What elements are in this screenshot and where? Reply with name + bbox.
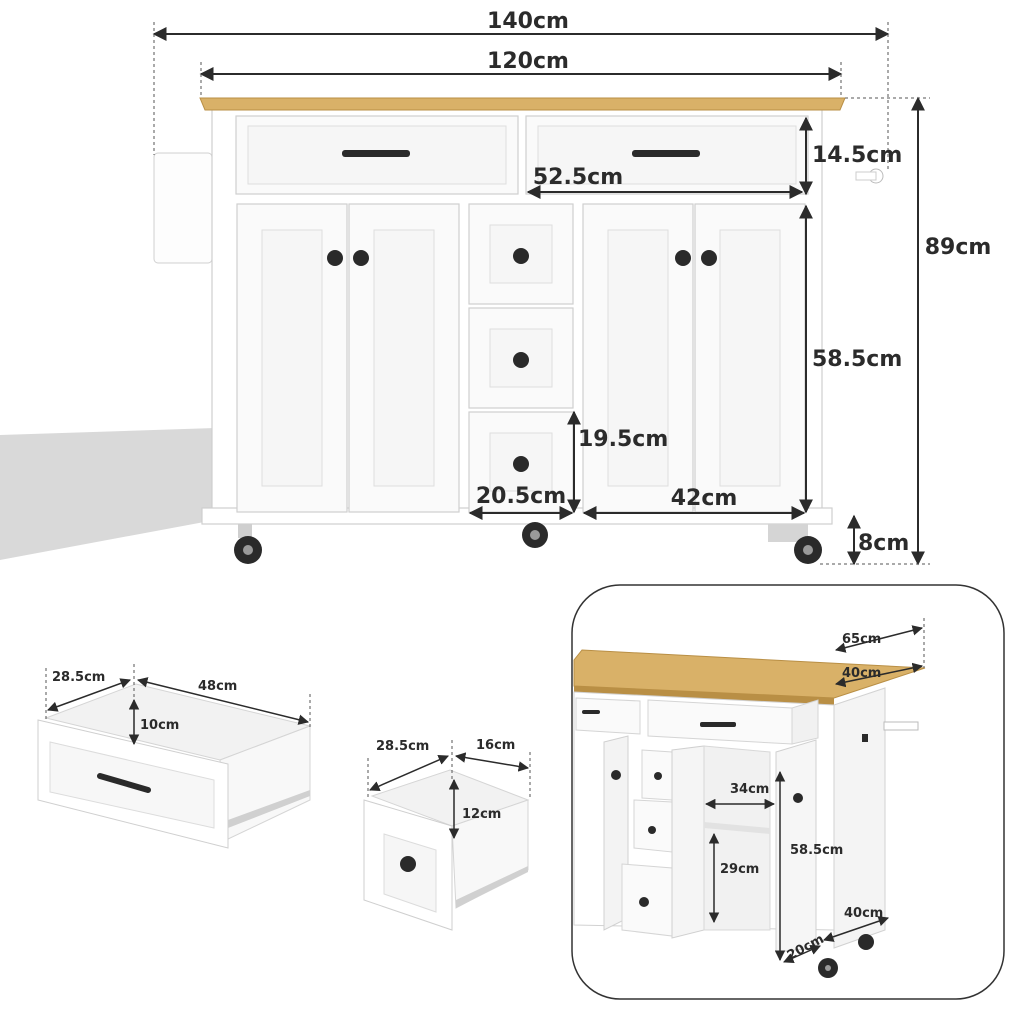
spice-rack: [153, 152, 213, 264]
knob-icon: [654, 772, 662, 780]
wheel-icon: [522, 522, 548, 548]
label-inset-cabinet-height: 58.5cm: [790, 843, 843, 858]
knob-icon: [513, 352, 529, 368]
knob-icon: [675, 250, 691, 266]
label-inset-shelf-depth: 34cm: [730, 782, 769, 797]
label-inset-shelf-height: 29cm: [720, 862, 759, 877]
label-drawer-height: 14.5cm: [812, 143, 902, 168]
label-large-height: 10cm: [140, 718, 179, 733]
large-drawer-view: 28.5cm 48cm 10cm: [37, 664, 312, 849]
knob-icon: [513, 456, 529, 472]
label-small-drawer-width: 20.5cm: [476, 484, 566, 509]
inset-open-view: 65cm 40cm 34cm 29cm 58.5cm 40cm 20cm: [571, 584, 1005, 1000]
wheel-icon: [768, 524, 822, 564]
label-height-total: 89cm: [925, 235, 992, 260]
label-large-depth: 28.5cm: [52, 670, 105, 685]
wheel-icon: [858, 934, 874, 950]
knob-icon: [648, 826, 656, 834]
label-cabinet-height: 58.5cm: [812, 347, 902, 372]
label-drawer-width: 52.5cm: [533, 165, 623, 190]
handle-icon: [632, 150, 700, 157]
floor-shadow: [0, 428, 215, 560]
handle-icon: [700, 722, 736, 727]
knob-icon: [353, 250, 369, 266]
label-width-total: 140cm: [487, 9, 569, 34]
handle-icon: [582, 710, 600, 714]
label-small-height: 12cm: [462, 807, 501, 822]
label-width-top: 120cm: [487, 49, 569, 74]
label-wheel-height: 8cm: [858, 531, 909, 556]
label-cabinet-width: 42cm: [671, 486, 738, 511]
label-small-width: 16cm: [476, 738, 515, 753]
knob-icon: [639, 897, 649, 907]
knob-icon: [327, 250, 343, 266]
label-inset-depth: 40cm: [842, 666, 881, 681]
hook-icon: [862, 734, 868, 742]
countertop: [199, 97, 846, 111]
label-small-drawer-height: 19.5cm: [578, 427, 668, 452]
wheel-icon: [234, 524, 262, 564]
handle-icon: [97, 773, 151, 793]
label-inset-side-depth: 40cm: [844, 906, 883, 921]
knob-icon: [400, 856, 416, 872]
main-front-view: 140cm 120cm 89cm 14.5cm 52.5cm 58.5cm 19…: [0, 9, 992, 566]
label-small-depth: 28.5cm: [376, 739, 429, 754]
label-inset-depth-leaf: 65cm: [842, 632, 881, 647]
handle-icon: [342, 150, 410, 157]
knob-icon: [793, 793, 803, 803]
knob-icon: [611, 770, 621, 780]
label-large-width: 48cm: [198, 679, 237, 694]
small-drawer-view: 28.5cm 16cm 12cm: [363, 738, 531, 931]
knob-icon: [701, 250, 717, 266]
knob-icon: [513, 248, 529, 264]
